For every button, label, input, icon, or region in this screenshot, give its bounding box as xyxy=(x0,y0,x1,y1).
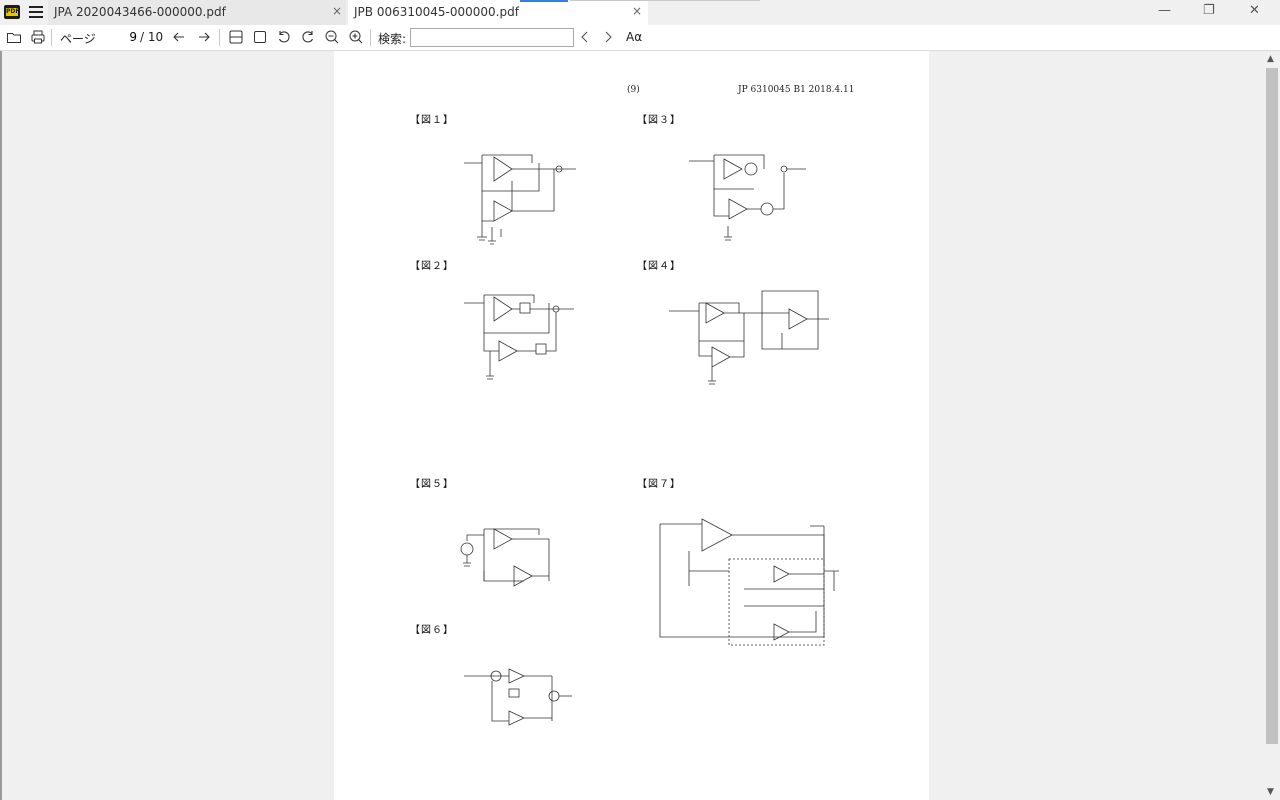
match-case-button[interactable]: Aα xyxy=(626,30,643,44)
tab-title: JPB 006310045-000000.pdf xyxy=(354,5,519,19)
close-window-button[interactable]: ✕ xyxy=(1249,3,1260,18)
fit-width-icon[interactable] xyxy=(228,29,244,45)
circuit-diagram-5 xyxy=(460,528,550,587)
print-icon[interactable] xyxy=(30,29,46,45)
app-logo-icon: PDF xyxy=(4,5,20,19)
figure-label-5: 【図５】 xyxy=(410,479,454,490)
circuit-diagram-2 xyxy=(464,294,574,380)
search-input[interactable] xyxy=(410,28,574,47)
circuit-diagram-3 xyxy=(689,154,806,241)
restore-button[interactable]: ❐ xyxy=(1203,3,1215,18)
scroll-down-icon[interactable]: ▼ xyxy=(1267,787,1274,797)
scroll-up-icon[interactable]: ▲ xyxy=(1267,54,1274,64)
page-number: (9) xyxy=(627,85,640,95)
side-panel-edge xyxy=(0,51,2,800)
page-number-input[interactable] xyxy=(97,28,137,46)
figure-label-2: 【図２】 xyxy=(410,261,454,272)
search-label: 検索: xyxy=(378,32,407,46)
tab-divider xyxy=(570,0,760,1)
fit-page-icon[interactable] xyxy=(252,29,268,45)
tab-document-2[interactable]: JPB 006310045-000000.pdf × xyxy=(348,0,648,25)
separator xyxy=(370,29,371,46)
figure-label-7: 【図７】 xyxy=(637,479,681,490)
chevron-right-icon[interactable] xyxy=(600,29,616,45)
arrow-left-icon[interactable] xyxy=(171,29,187,45)
tab-title: JPA 2020043466-000000.pdf xyxy=(54,5,226,19)
figure-label-6: 【図６】 xyxy=(410,625,454,636)
rotate-right-icon[interactable] xyxy=(300,29,316,45)
rotate-left-icon[interactable] xyxy=(276,29,292,45)
tab-indicator xyxy=(520,0,568,2)
vertical-scrollbar[interactable]: ▲ ▼ xyxy=(1264,51,1280,800)
circuit-diagram-7 xyxy=(659,518,839,646)
figure-label-4: 【図４】 xyxy=(637,261,681,272)
tab-bar: PDF JPA 2020043466-000000.pdf × JPB 0063… xyxy=(0,0,1280,25)
circuit-diagram-6 xyxy=(464,668,572,726)
separator xyxy=(51,29,52,46)
zoom-out-icon[interactable] xyxy=(324,29,340,45)
figure-label-1: 【図１】 xyxy=(410,115,454,126)
scrollbar-thumb[interactable] xyxy=(1266,68,1278,744)
separator xyxy=(219,29,220,46)
page-total: / 10 xyxy=(140,30,164,44)
figure-label-3: 【図３】 xyxy=(637,115,681,126)
toolbar: ページ: / 10 検索: Aα xyxy=(0,25,1280,51)
patent-number: JP 6310045 B1 2018.4.11 xyxy=(738,85,855,95)
arrow-right-icon[interactable] xyxy=(196,29,212,45)
zoom-in-icon[interactable] xyxy=(348,29,364,45)
circuit-diagram-4 xyxy=(669,290,829,385)
tab-document-1[interactable]: JPA 2020043466-000000.pdf × xyxy=(48,0,346,25)
chevron-left-icon[interactable] xyxy=(577,29,593,45)
close-tab-icon[interactable]: × xyxy=(332,4,343,18)
folder-icon[interactable] xyxy=(6,29,22,45)
minimize-button[interactable]: — xyxy=(1158,3,1171,18)
page-label: ページ: xyxy=(60,32,100,46)
close-tab-icon[interactable]: × xyxy=(632,4,643,18)
menu-icon[interactable] xyxy=(29,5,43,19)
document-page: (9) JP 6310045 B1 2018.4.11 【図１】 【図３】 【図… xyxy=(334,51,929,800)
circuit-diagram-1 xyxy=(464,154,576,245)
